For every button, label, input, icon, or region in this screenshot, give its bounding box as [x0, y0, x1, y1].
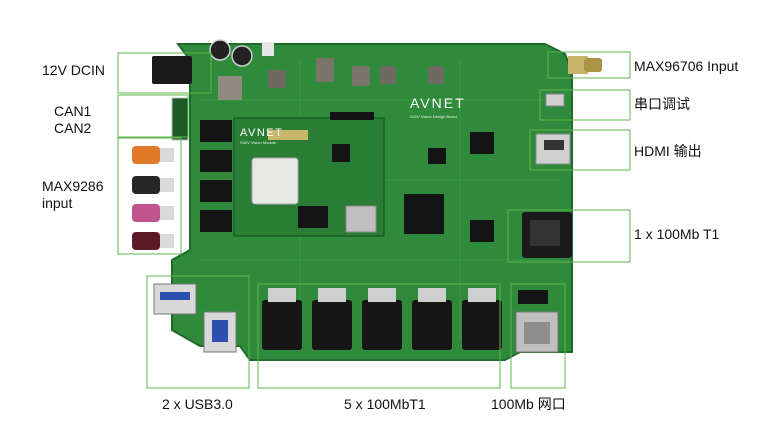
label-serial-debug: 串口调试	[634, 96, 690, 112]
inductor-d	[380, 66, 396, 84]
inductor-e	[428, 66, 444, 84]
label-hdmi-output: HDMI 输出	[634, 143, 702, 159]
callout-box-can	[117, 94, 189, 138]
inductor-c	[352, 66, 370, 86]
callout-box-t1-single	[507, 209, 631, 263]
can-connector	[171, 97, 189, 141]
capacitor-1	[209, 39, 231, 61]
inductor-b	[316, 58, 334, 82]
serial-usb-port	[545, 93, 565, 107]
max96706-connector-cap	[584, 58, 602, 72]
callout-box-max96706	[547, 51, 631, 79]
brand-logo-module: AVNET	[240, 127, 283, 139]
label-max9286-line2: input	[42, 195, 73, 211]
fakra-connector-maroon	[132, 232, 160, 250]
label-can1: CAN1	[54, 103, 92, 119]
callout-box-serial	[539, 89, 631, 121]
label-max96706-input: MAX96706 Input	[634, 58, 739, 74]
fakra-connector-orange	[132, 146, 160, 164]
fakra-connector-pink	[132, 204, 160, 222]
label-1x100mb-t1: 1 x 100Mb T1	[634, 226, 720, 242]
power-inductor	[218, 76, 242, 100]
ethernet-magnetics	[518, 290, 548, 304]
memory-chips	[200, 120, 232, 232]
capacitor-2	[231, 45, 253, 67]
module-ic	[332, 144, 350, 162]
label-can2: CAN2	[54, 120, 92, 136]
brand-logo-board-subtitle: S32V Vision Design Board	[410, 114, 457, 119]
large-chip	[404, 194, 444, 234]
max96706-connector	[568, 56, 588, 74]
t1-connector-single-face	[530, 220, 560, 246]
sd-card-slot	[345, 205, 377, 233]
t1-connectors-multi	[262, 288, 502, 350]
callout-box-ethernet	[510, 283, 566, 389]
label-5x100mbt1: 5 x 100MbT1	[344, 396, 426, 412]
callout-box-t1-multi	[257, 283, 501, 389]
inductor-a	[268, 70, 286, 88]
pin-header	[330, 112, 374, 120]
label-12v-dcin: 12V DCIN	[42, 62, 106, 78]
label-100mb-ethernet: 100Mb 网口	[491, 396, 566, 412]
fakra-connector-black	[132, 176, 160, 194]
callout-boxes	[117, 51, 631, 389]
module-ram	[298, 206, 328, 228]
label-max9286-line1: MAX9286	[42, 178, 104, 194]
fakra-housings	[160, 148, 174, 248]
ethernet-port-jack	[524, 322, 550, 344]
label-usb3: 2 x USB3.0	[162, 396, 233, 412]
usb3-port-2-tongue	[212, 320, 228, 342]
brand-logo-module-subtitle: S32V Vision Module	[240, 140, 277, 145]
chip-right-1	[470, 132, 494, 154]
chip-right-3	[428, 148, 446, 164]
callout-box-hdmi	[529, 129, 631, 171]
callout-box-dcin	[117, 52, 212, 94]
callout-box-max9286	[117, 137, 182, 255]
processor-chip	[251, 157, 299, 205]
fuse	[262, 42, 274, 56]
usb3-port-1-tongue	[160, 292, 190, 300]
hdmi-port-slot	[544, 140, 564, 150]
module-connector	[268, 130, 308, 140]
dc-power-jack	[152, 56, 192, 84]
callout-box-usb	[146, 275, 250, 389]
chip-right-2	[470, 220, 494, 242]
brand-logo-board: AVNET	[410, 95, 466, 111]
